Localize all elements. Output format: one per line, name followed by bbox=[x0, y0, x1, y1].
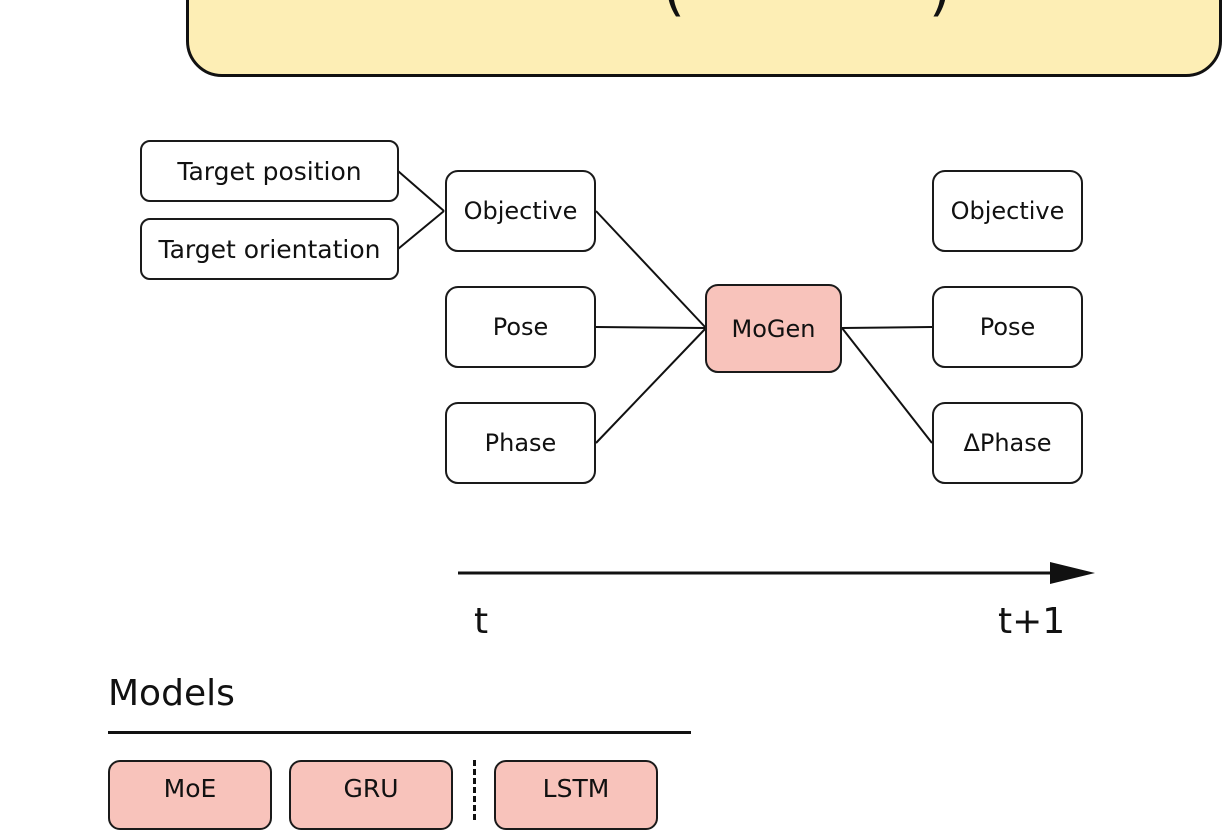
edge-pose-mogen bbox=[595, 326, 707, 329]
node-phase-in: Phase bbox=[445, 402, 596, 484]
models-dashed-separator bbox=[473, 760, 476, 820]
edge-target-position-objective bbox=[397, 170, 445, 212]
node-target-orientation: Target orientation bbox=[140, 218, 399, 280]
node-objective-out: Objective bbox=[932, 170, 1083, 252]
model-chip-lstm: LSTM bbox=[494, 760, 658, 830]
models-section-title: Models bbox=[108, 673, 235, 714]
edge-objective-mogen bbox=[595, 210, 707, 329]
node-target-position: Target position bbox=[140, 140, 399, 202]
node-pose-out: Pose bbox=[932, 286, 1083, 368]
models-divider bbox=[108, 731, 691, 734]
node-objective-in: Objective bbox=[445, 170, 596, 252]
node-pose-in: Pose bbox=[445, 286, 596, 368]
node-delta-phase-out: ΔPhase bbox=[932, 402, 1083, 484]
timeline-arrowhead bbox=[1050, 562, 1095, 584]
edge-mogen-delta-phase bbox=[841, 327, 933, 444]
banner-paren-right: ) bbox=[929, 0, 951, 19]
edge-phase-mogen bbox=[595, 327, 707, 444]
timeline-label-start: t bbox=[474, 601, 489, 642]
edge-mogen-pose bbox=[841, 326, 933, 329]
edge-target-orientation-objective bbox=[397, 210, 445, 250]
model-chip-gru: GRU bbox=[289, 760, 453, 830]
timeline-label-end: t+1 bbox=[998, 601, 1066, 642]
connector-edges bbox=[397, 170, 1095, 584]
node-mogen: MoGen bbox=[705, 284, 842, 373]
banner-box: ( ) bbox=[186, 0, 1222, 77]
model-chip-moe: MoE bbox=[108, 760, 272, 830]
banner-paren-left: ( bbox=[663, 0, 685, 19]
